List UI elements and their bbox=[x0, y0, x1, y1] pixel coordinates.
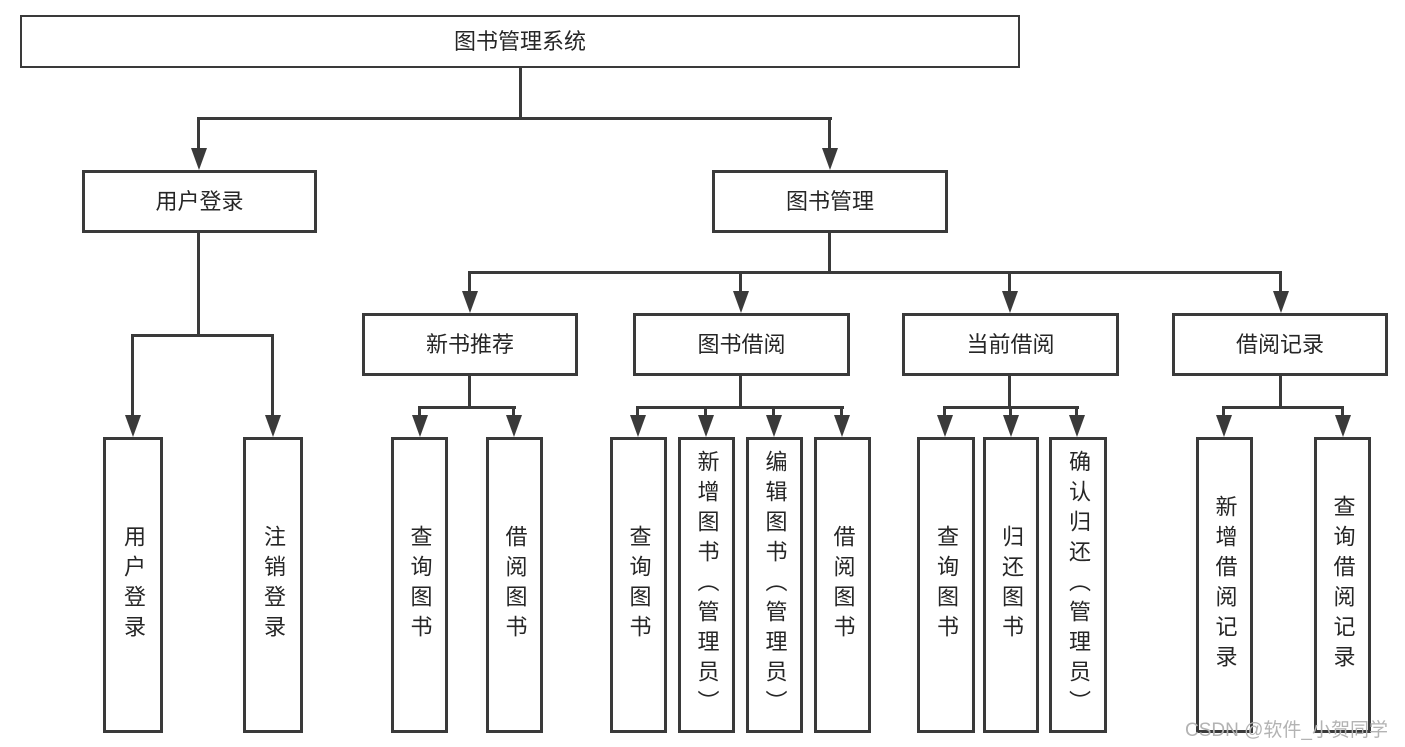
arrow-down-icon bbox=[412, 415, 428, 437]
connector-line bbox=[512, 406, 515, 417]
connector-line bbox=[197, 117, 200, 150]
node-book-management: 图书管理 bbox=[712, 170, 948, 233]
node-label: 查询图书 bbox=[626, 525, 652, 645]
connector-line bbox=[828, 117, 831, 150]
connector-line bbox=[1008, 376, 1011, 409]
arrow-down-icon bbox=[191, 148, 207, 170]
node-label: 新书推荐 bbox=[425, 331, 514, 357]
node-user-login-branch: 用户登录 bbox=[82, 170, 317, 233]
arrow-down-icon bbox=[822, 148, 838, 170]
node-label: 注销登录 bbox=[261, 525, 286, 645]
node-label: 归还图书 bbox=[999, 525, 1024, 645]
connector-line bbox=[828, 233, 831, 274]
node-library-management-system: 图书管理系统 bbox=[20, 15, 1020, 68]
connector-line bbox=[519, 68, 522, 119]
connector-line bbox=[1009, 406, 1012, 417]
connector-line bbox=[772, 406, 775, 417]
arrow-down-icon bbox=[766, 415, 782, 437]
node-label: 查询借阅记录 bbox=[1330, 495, 1356, 675]
connector-line bbox=[704, 406, 707, 417]
node-label: 图书借阅 bbox=[697, 331, 786, 357]
connector-line bbox=[469, 271, 1282, 274]
leaf-borrow-books-borrowing: 借阅图书 bbox=[814, 437, 871, 733]
leaf-query-books-recommend: 查询图书 bbox=[391, 437, 448, 733]
leaf-query-borrow-record: 查询借阅记录 bbox=[1314, 437, 1371, 733]
connector-line bbox=[271, 334, 274, 417]
connector-line bbox=[1222, 406, 1225, 417]
node-label: 新增借阅记录 bbox=[1212, 495, 1238, 675]
node-current-borrowing: 当前借阅 bbox=[902, 313, 1119, 376]
node-label: 当前借阅 bbox=[966, 331, 1055, 357]
leaf-borrow-books-recommend: 借阅图书 bbox=[486, 437, 543, 733]
connector-line bbox=[636, 406, 639, 417]
node-label: 图书管理系统 bbox=[453, 28, 586, 54]
connector-line bbox=[1222, 406, 1344, 409]
node-label: 借阅图书 bbox=[830, 525, 856, 645]
connector-line bbox=[1341, 406, 1344, 417]
node-label: 借阅记录 bbox=[1235, 331, 1324, 357]
connector-line bbox=[1075, 406, 1078, 417]
leaf-query-books-borrowing: 查询图书 bbox=[610, 437, 667, 733]
arrow-down-icon bbox=[1002, 291, 1018, 313]
connector-line bbox=[739, 271, 742, 293]
connector-line bbox=[131, 334, 274, 337]
leaf-edit-books-admin: 编辑图书（管理员） bbox=[746, 437, 803, 733]
connector-line bbox=[1279, 271, 1282, 293]
connector-line bbox=[1008, 271, 1011, 293]
arrow-down-icon bbox=[1003, 415, 1019, 437]
arrow-down-icon bbox=[265, 415, 281, 437]
leaf-user-login: 用户登录 bbox=[103, 437, 163, 733]
arrow-down-icon bbox=[462, 291, 478, 313]
node-label: 用户登录 bbox=[121, 525, 146, 645]
node-label: 借阅图书 bbox=[502, 525, 528, 645]
connector-line bbox=[468, 271, 471, 293]
arrow-down-icon bbox=[125, 415, 141, 437]
arrow-down-icon bbox=[1273, 291, 1289, 313]
leaf-query-books-current: 查询图书 bbox=[917, 437, 975, 733]
connector-line bbox=[840, 406, 843, 417]
node-label: 图书管理 bbox=[785, 188, 874, 214]
arrow-down-icon bbox=[834, 415, 850, 437]
node-label: 新增图书（管理员） bbox=[694, 450, 720, 720]
arrow-down-icon bbox=[937, 415, 953, 437]
connector-line bbox=[739, 376, 742, 409]
node-label: 编辑图书（管理员） bbox=[762, 450, 788, 720]
leaf-add-books-admin: 新增图书（管理员） bbox=[678, 437, 735, 733]
node-book-borrowing: 图书借阅 bbox=[633, 313, 850, 376]
arrow-down-icon bbox=[698, 415, 714, 437]
node-label: 查询图书 bbox=[934, 525, 959, 645]
node-label: 查询图书 bbox=[407, 525, 433, 645]
arrow-down-icon bbox=[630, 415, 646, 437]
connector-line bbox=[418, 406, 516, 409]
node-label: 确认归还（管理员） bbox=[1066, 450, 1091, 720]
leaf-add-borrow-record: 新增借阅记录 bbox=[1196, 437, 1253, 733]
arrow-down-icon bbox=[1216, 415, 1232, 437]
node-borrowing-records: 借阅记录 bbox=[1172, 313, 1388, 376]
arrow-down-icon bbox=[1335, 415, 1351, 437]
connector-line bbox=[197, 117, 832, 120]
connector-line bbox=[418, 406, 421, 417]
node-new-book-recommendation: 新书推荐 bbox=[362, 313, 578, 376]
connector-line bbox=[131, 334, 134, 417]
arrow-down-icon bbox=[733, 291, 749, 313]
watermark: CSDN @软件_小贺同学 bbox=[1185, 720, 1388, 741]
connector-line bbox=[197, 233, 200, 337]
connector-line bbox=[468, 376, 471, 409]
leaf-confirm-return-admin: 确认归还（管理员） bbox=[1049, 437, 1107, 733]
arrow-down-icon bbox=[506, 415, 522, 437]
leaf-logout: 注销登录 bbox=[243, 437, 303, 733]
connector-line bbox=[1279, 376, 1282, 409]
connector-line bbox=[636, 406, 844, 409]
node-label: 用户登录 bbox=[155, 188, 244, 214]
arrow-down-icon bbox=[1069, 415, 1085, 437]
connector-line bbox=[943, 406, 946, 417]
leaf-return-books: 归还图书 bbox=[983, 437, 1039, 733]
